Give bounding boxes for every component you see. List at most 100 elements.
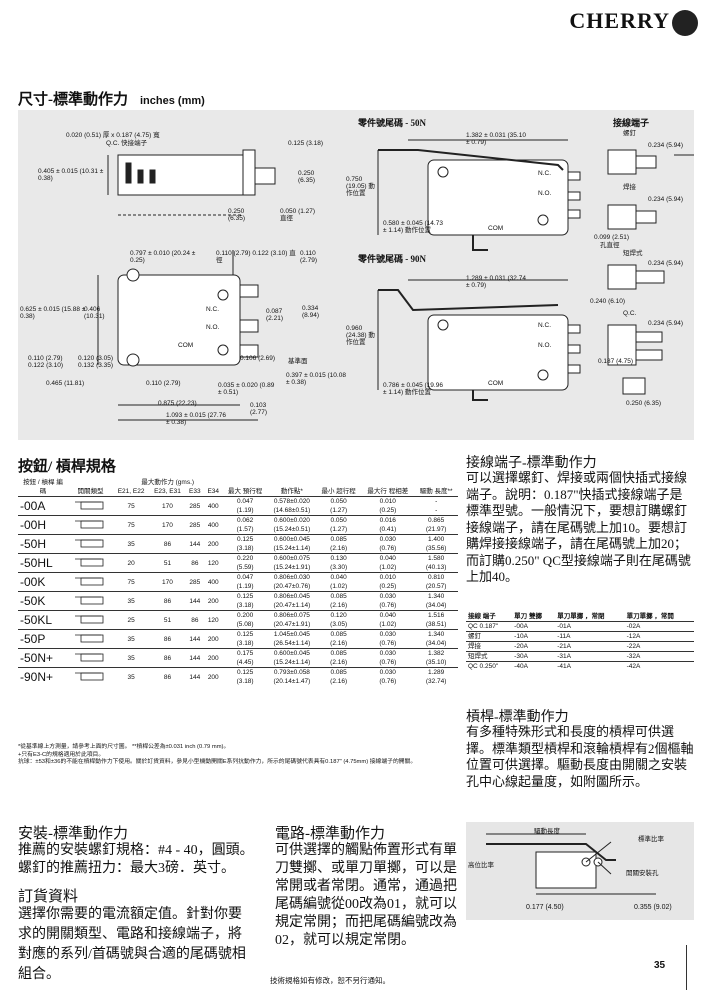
buttons-title: 按鈕/ 槓桿規格 [18,459,116,475]
force-cell: 75 [112,515,150,535]
button-code: -50K [18,591,68,611]
label-term-qc2: Q.C. [623,310,637,317]
force-cell: 51 [149,553,186,573]
series-50n-title: 零件號尾碼 - 50N [358,118,426,128]
spec-cell-mm: (3.18) [236,602,254,609]
spec-cell-mm: (1.27) [330,507,348,514]
page-rule [686,945,687,990]
spec-cell-mm: (1.02) [379,621,397,628]
switch-outline-icon [75,672,104,680]
label-t0234b: 0.234 (5.94) [648,196,684,203]
force-cell: 86 [185,610,205,630]
col-series: E23, E31 [154,488,181,495]
spec-cell-mm: (5.59) [236,564,254,571]
label-t0234d: 0.234 (5.94) [648,320,684,327]
spec-cell-mm: (1.57) [236,526,254,533]
spec-cell: 0.600±0.075 [267,553,317,563]
spec-cell-mm: (1.19) [236,583,254,590]
force-cell: 86 [185,553,205,573]
button-code: -50P [18,629,68,649]
force-cell: 144 [185,667,205,686]
spec-cell-mm: (0.76) [379,678,397,685]
table-row-metric: (3.18)(20.47±1.14)(2.16)(0.76)(34.04) [18,601,458,611]
spec-cell: 0.050 [316,515,362,525]
terminal-cell: -12A [624,631,694,642]
button-spec-table: 按鈕 / 槓桿 編碼 開關類型 最大動作力 (gms.) 最大 預行程 動作點*… [18,478,458,686]
spec-cell: 0.806±0.075 [267,610,317,620]
spec-cell-mm: (20.47±0.76) [273,583,311,590]
label-d0110: 0.110 (2.79) 0.122 (3.10) 直徑 [216,250,296,264]
terminal-cell: QC 0.187" [468,623,499,630]
spec-cell: 1.516 [414,610,458,620]
spec-cell-mm: (1.27) [330,526,348,533]
label-d0797: 0.797 ± 0.010 (20.24 ± 0.25) [130,250,196,264]
terminal-suffix-table: 接線 端子 單刀 雙擲 單刀單擲 ，常閉 單刀單擲 ，常開 QC 0.187"-… [466,612,694,671]
terminal-cell: -32A [624,651,694,662]
label-no-c: N.O. [538,342,552,349]
switch-outline-icon [75,596,104,604]
button-code: -50N+ [18,648,68,668]
force-cell: 20 [112,553,150,573]
table-row: 螺釘-10A-11A-12A [466,631,694,642]
force-cell: 170 [149,496,186,516]
terminal-cell: -01A [557,623,571,630]
table-row-metric: (5.08)(20.47±1.91)(3.05)(1.02)(38.51) [18,620,458,630]
spec-cell-mm: (3.05) [330,621,348,628]
label-d0250a: 0.250 (6.35) [298,170,315,184]
force-cell: 86 [149,648,186,668]
spec-cell-mm: (2.16) [330,659,348,666]
force-cell: 144 [185,648,205,668]
force-cell: 200 [204,629,223,649]
term-col: 單刀 雙擲 [512,612,556,622]
label-t0187: 0.187 (4.75) [598,358,634,365]
terminal-cell: QC 0.250" [466,661,513,671]
force-cell: 86 [149,591,186,611]
force-cell: 144 [185,629,205,649]
switch-type-cell [68,629,113,649]
table-row-metric: (1.19)(14.68±0.51)(1.27)(0.25)- [18,506,458,516]
label-d0125: 0.125 (3.18) [288,140,324,147]
force-cell: 86 [149,534,186,554]
terminal-cell: -42A [624,661,694,671]
circuit-title: 電路-標準動作力 [275,826,385,842]
label-base: 基準面 [288,358,308,365]
terminal-cell: -21A [555,641,625,652]
switch-outline-icon [75,653,104,661]
note-line: 抗球：±53和±36的不能在槓桿動作力下使用。關於訂貨資料，參見小型機動開關E系… [18,759,417,765]
force-cell: 75 [112,572,150,592]
spec-cell-mm: (0.76) [379,545,397,552]
label-d0110c: 0.110 (2.79) 0.122 (3.10) [28,355,64,369]
spec-cell-mm: (2.16) [330,678,348,685]
label-d0035: 0.035 ± 0.020 (0.89 ± 0.51) [218,382,275,396]
lever-d2-label: 0.355 (9.02) [634,904,672,911]
force-cell: 35 [112,667,150,686]
page-number: 35 [654,960,666,971]
table-row-metric: (4.45)(15.24±1.14)(2.16)(0.76)(35.10) [18,658,458,668]
label-top-note1: 0.020 (0.51) 厚 x 0.187 (4.75) 寬 [66,132,160,139]
label-d0397: 0.397 ± 0.015 (10.08 ± 0.38) [286,372,346,386]
spec-cell-mm: (3.18) [236,640,254,647]
spec-cell: 0.600±0.045 [267,534,317,544]
spec-cell-mm: (15.24±1.14) [273,659,311,666]
force-cell: 86 [149,629,186,649]
terminal-cell: -02A [626,623,641,630]
spec-cell: - [414,496,458,506]
spec-cell: 0.047 [222,496,268,506]
spec-cell: 0.085 [316,591,362,601]
label-no-b: N.O. [538,190,552,197]
table-row-metric: (3.18)(26.54±1.14)(2.16)(0.76)(34.04) [18,639,458,649]
button-table-notes: *從基準線上方測量，請參考上面的尺寸圖。 **槓桿公差為±0.031 inch … [18,744,463,767]
label-d0875: 0.875 (22.23) [158,400,197,407]
lever-std-label: 標準比率 [638,836,664,843]
label-d0050: 0.050 (1.27) 直徑 [280,208,316,222]
switch-outline-icon [75,577,104,585]
label-t0099: 0.099 (2.51) [594,234,630,241]
spec-cell-mm: (3.30) [330,564,348,571]
label-term-qc: 短焊式 [623,250,643,257]
term-col: 單刀單擲 ，常開 [624,612,694,622]
note-line: +只有E3-C的規格適用於此項目。 [18,751,105,758]
